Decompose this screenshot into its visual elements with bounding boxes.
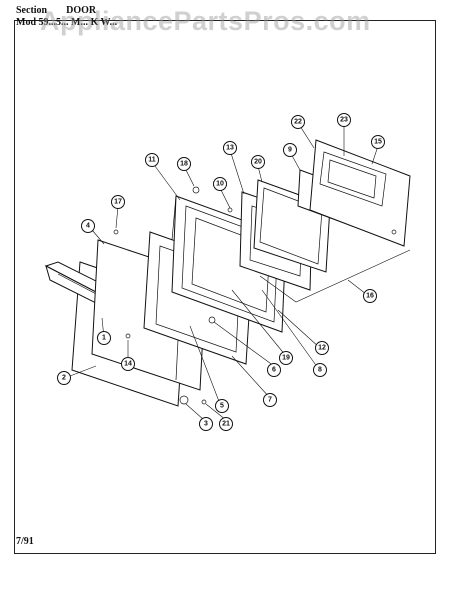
callout-20-label: 20 — [254, 159, 262, 166]
part-back-panel — [309, 139, 411, 247]
callout-3-label: 3 — [204, 421, 208, 428]
callout-13-label: 13 — [226, 145, 234, 152]
callout-17: 17 — [111, 195, 125, 209]
callout-16-label: 16 — [366, 293, 374, 300]
section-label: Section — [16, 5, 48, 16]
callout-19-label: 19 — [282, 355, 290, 362]
section-value: DOOR — [66, 5, 97, 16]
callout-1: 1 — [97, 331, 111, 345]
part-screw-17 — [113, 229, 119, 235]
callout-5: 5 — [215, 399, 229, 413]
callout-6-label: 6 — [272, 367, 276, 374]
callout-10: 10 — [213, 177, 227, 191]
part-bumper-18 — [192, 186, 200, 194]
callout-6: 6 — [267, 363, 281, 377]
callout-8: 8 — [313, 363, 327, 377]
callout-11: 11 — [145, 153, 159, 167]
callout-7-label: 7 — [268, 397, 272, 404]
callout-1-label: 1 — [102, 335, 106, 342]
callout-18-label: 18 — [180, 161, 188, 168]
callout-20: 20 — [251, 155, 265, 169]
callout-4-label: 4 — [86, 223, 90, 230]
callout-5-label: 5 — [220, 403, 224, 410]
callout-9-label: 9 — [288, 147, 292, 154]
model-label: Mod — [16, 17, 36, 28]
model-value: 59...5... M... K W... — [38, 17, 118, 28]
callout-2-label: 2 — [62, 375, 66, 382]
part-screw-14 — [125, 333, 131, 339]
callout-7: 7 — [263, 393, 277, 407]
model-heading: Mod 59...5... M... K W... — [16, 17, 117, 28]
callout-19: 19 — [279, 351, 293, 365]
page-frame — [14, 20, 436, 554]
part-screw-10 — [227, 207, 233, 213]
part-hinge-3 — [179, 395, 189, 405]
callout-23-label: 23 — [340, 117, 348, 124]
callout-11-label: 11 — [148, 157, 156, 164]
callout-12: 12 — [315, 341, 329, 355]
callout-14-label: 14 — [124, 361, 132, 368]
callout-15: 15 — [371, 135, 385, 149]
part-screw-21 — [201, 399, 207, 405]
leader-lines — [69, 124, 379, 421]
callout-18: 18 — [177, 157, 191, 171]
callout-21-label: 21 — [222, 421, 230, 428]
callout-13: 13 — [223, 141, 237, 155]
callout-9: 9 — [283, 143, 297, 157]
callout-15-label: 15 — [374, 139, 382, 146]
assembly-bracket — [259, 249, 411, 303]
callout-2: 2 — [57, 371, 71, 385]
callout-16: 16 — [363, 289, 377, 303]
callout-23: 23 — [337, 113, 351, 127]
callout-17-label: 17 — [114, 199, 122, 206]
section-heading: Section DOOR — [16, 5, 96, 16]
callout-22: 22 — [291, 115, 305, 129]
callout-21: 21 — [219, 417, 233, 431]
callout-22-label: 22 — [294, 119, 302, 126]
callout-3: 3 — [199, 417, 213, 431]
callout-12-label: 12 — [318, 345, 326, 352]
callout-8-label: 8 — [318, 367, 322, 374]
callout-4: 4 — [81, 219, 95, 233]
callout-10-label: 10 — [216, 181, 224, 188]
revision-date: 7/91 — [16, 536, 34, 547]
callout-14: 14 — [121, 357, 135, 371]
